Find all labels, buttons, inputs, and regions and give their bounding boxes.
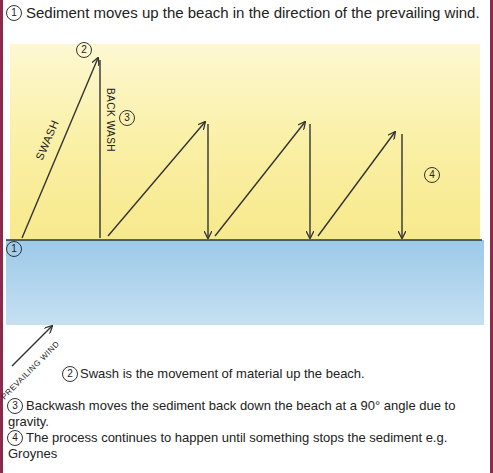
callout-circle: 1 — [6, 241, 22, 257]
callout-circle: 3 — [119, 110, 135, 126]
page-border — [0, 0, 3, 473]
swash-arrow — [215, 122, 305, 236]
callout-number: 2 — [67, 369, 73, 379]
shoreline — [6, 239, 482, 240]
backwash-arrow — [401, 134, 402, 238]
numbered-note: Backwash moves the sediment back down th… — [8, 398, 484, 430]
swash-arrow — [22, 58, 98, 238]
callout-number: 1 — [11, 8, 17, 18]
backwash-label: BACK WASH — [105, 88, 116, 152]
backwash-arrow — [309, 124, 310, 238]
heading-note: Sediment moves up the beach in the direc… — [6, 4, 484, 22]
callout-number: 2 — [81, 45, 87, 55]
swash-arrow — [108, 122, 205, 236]
page-border — [490, 0, 493, 473]
swash-arrow — [318, 132, 395, 236]
callout-circle: 4 — [7, 430, 23, 446]
callout-number: 4 — [12, 433, 18, 443]
callout-number: 3 — [124, 113, 130, 123]
backwash-line — [99, 60, 100, 238]
callout-circle: 2 — [62, 366, 78, 382]
backwash-arrow — [207, 124, 208, 238]
beach-sand — [10, 44, 480, 240]
swash-backwash-arrows — [12, 58, 402, 366]
callout-circle: 4 — [424, 167, 440, 183]
callout-number: 1 — [11, 244, 17, 254]
callout-circle: 2 — [76, 42, 92, 58]
wind-label: PREVAILING WIND — [0, 340, 62, 402]
callout-number: 4 — [429, 170, 435, 180]
sea — [6, 240, 484, 325]
callout-number: 3 — [12, 401, 18, 411]
callout-circle: 3 — [7, 398, 23, 414]
callout-circle: 1 — [6, 5, 22, 21]
numbered-note: The process continues to happen until so… — [8, 430, 484, 462]
numbered-note: Swash is the movement of material up the… — [8, 366, 484, 382]
